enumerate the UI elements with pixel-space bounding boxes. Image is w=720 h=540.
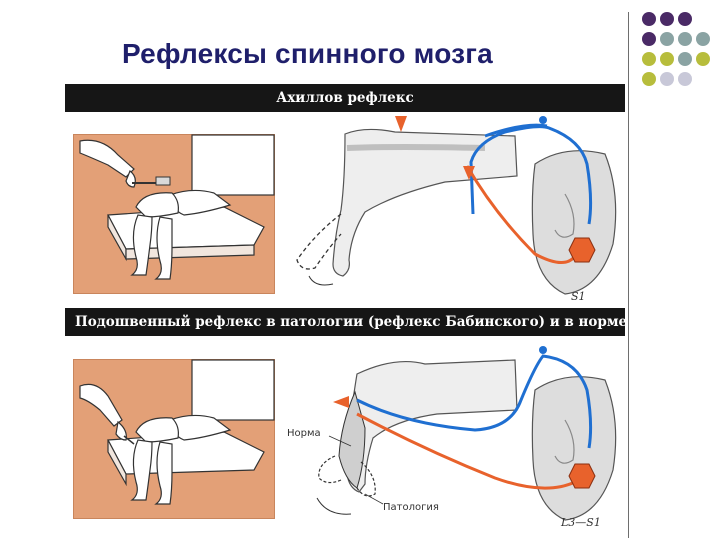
- grey-matter-lower: [554, 419, 575, 464]
- illustration-plantar-test: [73, 359, 275, 519]
- efferent-node-lower: [539, 346, 547, 354]
- segment-label-s1: S1: [571, 290, 586, 303]
- decor-dot: [678, 72, 692, 86]
- plantar-reflex-arc: [316, 346, 617, 521]
- label-normal: Норма: [287, 428, 321, 439]
- motor-neuron-lower: [568, 463, 596, 489]
- efferent-pathway-upper: [469, 125, 593, 225]
- decor-dot: [660, 52, 674, 66]
- patient-kneeling-illustration: [79, 134, 275, 280]
- slide-title: Рефлексы спинного мозга: [122, 38, 493, 69]
- normal-leader-line: [328, 435, 352, 447]
- decor-dot: [696, 32, 710, 46]
- decor-dot-grid: [638, 8, 720, 128]
- motion-arrow: [308, 275, 334, 286]
- stimulus-marker-lower: [333, 396, 349, 408]
- decor-dot: [678, 32, 692, 46]
- motor-neuron: [568, 237, 596, 263]
- efferent-node: [539, 116, 547, 124]
- efferent-pathway-lower: [356, 354, 593, 449]
- decor-dot: [696, 52, 710, 66]
- grey-matter: [554, 193, 575, 238]
- afferent-arrowhead: [463, 166, 475, 180]
- section-heading-achilles: Ахиллов рефлекс: [65, 84, 625, 112]
- divider-line: [628, 12, 629, 538]
- pathology-leader-line: [364, 493, 384, 505]
- achilles-reflex-arc: [296, 116, 617, 295]
- decor-dot: [678, 12, 692, 26]
- efferent-branch: [484, 123, 548, 138]
- reflex-figure: Ахиллов рефлекс S1: [65, 84, 627, 540]
- label-pathology: Патология: [383, 502, 439, 513]
- patient-sitting-illustration: [79, 359, 275, 505]
- calf-muscle: [346, 144, 486, 151]
- afferent-pathway-lower: [356, 412, 585, 490]
- toes-normal-outline: [318, 455, 342, 484]
- illustration-achilles-test: [73, 134, 275, 294]
- decor-dot: [642, 12, 656, 26]
- decor-dot: [642, 32, 656, 46]
- decor-dot: [660, 12, 674, 26]
- motion-arrow-lower: [316, 497, 352, 515]
- stimulus-marker: [395, 116, 407, 132]
- decor-dot: [660, 32, 674, 46]
- decor-dot: [678, 52, 692, 66]
- segment-label-l3-s1: L3—S1: [561, 516, 601, 529]
- toes-pathology-outline: [356, 461, 376, 497]
- decor-dot: [642, 72, 656, 86]
- section-heading-babinski: Подошвенный рефлекс в патологии (рефлекс…: [65, 308, 627, 336]
- decor-dot: [660, 72, 674, 86]
- decor-dot: [642, 52, 656, 66]
- afferent-pathway-upper: [465, 165, 585, 264]
- foot-jerk-outline: [296, 213, 342, 270]
